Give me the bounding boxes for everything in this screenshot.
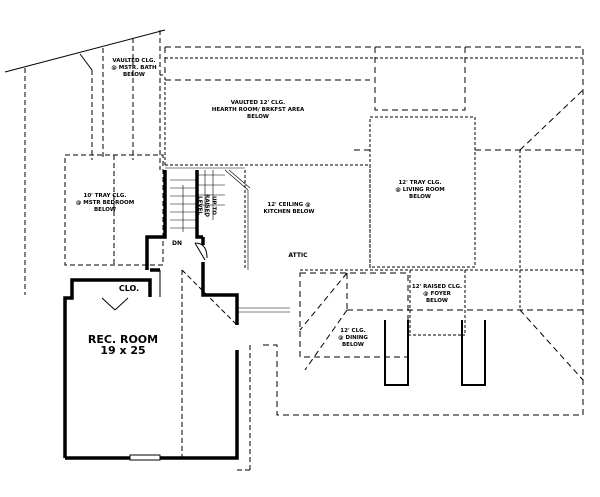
label-line: VAULTED 12' CLG. — [230, 100, 286, 106]
label-line: BELOW — [341, 342, 364, 348]
label-line: 12' TRAY CLG. — [398, 180, 442, 186]
label-line: KITCHEN BELOW — [263, 209, 315, 215]
label-line: 12' CEILING @ — [267, 202, 311, 208]
roof-line — [4, 29, 166, 73]
label-kitchen: 12' CEILING @ KITCHEN BELOW — [264, 202, 315, 216]
label-mstr-bedroom: 10' TRAY CLG. @ MSTR BEDROOM BELOW — [76, 193, 134, 214]
hip-line — [304, 309, 348, 371]
room-name: REC. ROOM — [87, 333, 159, 346]
label-line: 10' TRAY CLG. — [83, 193, 127, 199]
outer-outline — [160, 47, 166, 76]
label-line: BELOW — [425, 298, 448, 304]
label-line: RAISED — [203, 194, 210, 217]
label-foyer: 12' RAISED CLG. @ FOYER BELOW — [412, 284, 462, 305]
label-line: BELOW — [409, 194, 431, 200]
label-mstr-bath: VAULTED CLG. @ MSTR. BATH BELOW — [111, 58, 156, 79]
label-line: 12' CLG. — [340, 328, 366, 334]
label-dining: 12' CLG. @ DINING BELOW — [338, 328, 368, 349]
label-line: BELOW — [247, 114, 269, 120]
label-closet: CLO. — [118, 284, 140, 293]
label-stair-down: DN — [171, 240, 183, 247]
column — [384, 320, 409, 386]
room-size: 19 x 25 — [100, 344, 146, 357]
label-line: UP TO — [210, 196, 217, 215]
hip-line — [519, 89, 584, 151]
label-line: @ MSTR BEDROOM — [75, 200, 135, 206]
label-attic: ATTIC — [288, 252, 308, 259]
hip-line — [299, 272, 348, 331]
label-line: @ DINING — [338, 335, 368, 341]
label-line: BELOW — [93, 207, 116, 213]
upper-box — [374, 47, 466, 111]
window — [129, 454, 161, 461]
label-line: HEARTH ROOM/ BRKFST AREA — [211, 107, 305, 113]
label-line: 12' RAISED CLG. — [411, 284, 463, 290]
label-rec-room: REC. ROOM 19 x 25 — [88, 334, 158, 356]
closet-door — [114, 297, 129, 311]
walls — [63, 170, 239, 460]
door-swing — [194, 242, 206, 261]
label-line: @ LIVING ROOM — [395, 187, 445, 193]
rec-room-line — [181, 269, 238, 326]
label-line: @ FOYER — [423, 291, 451, 297]
door-arc — [194, 242, 208, 259]
roof-line — [79, 53, 93, 71]
dining-outline — [299, 272, 409, 358]
closet-door — [101, 297, 116, 311]
outer-outline — [165, 46, 584, 416]
label-living-room: 12' TRAY CLG. @ LIVING ROOM BELOW — [395, 180, 444, 201]
label-line: LEVEL — [196, 196, 203, 215]
label-line: @ MSTR. BATH — [111, 65, 157, 71]
label-stair-up: UP TO RAISED LEVEL — [196, 194, 217, 217]
column — [461, 320, 486, 386]
hip-line — [519, 309, 584, 381]
label-line: VAULTED CLG. — [112, 58, 156, 64]
label-line: BELOW — [122, 72, 145, 78]
stair-treads — [165, 167, 251, 270]
label-hearth-room: VAULTED 12' CLG. HEARTH ROOM/ BRKFST ARE… — [212, 100, 304, 121]
